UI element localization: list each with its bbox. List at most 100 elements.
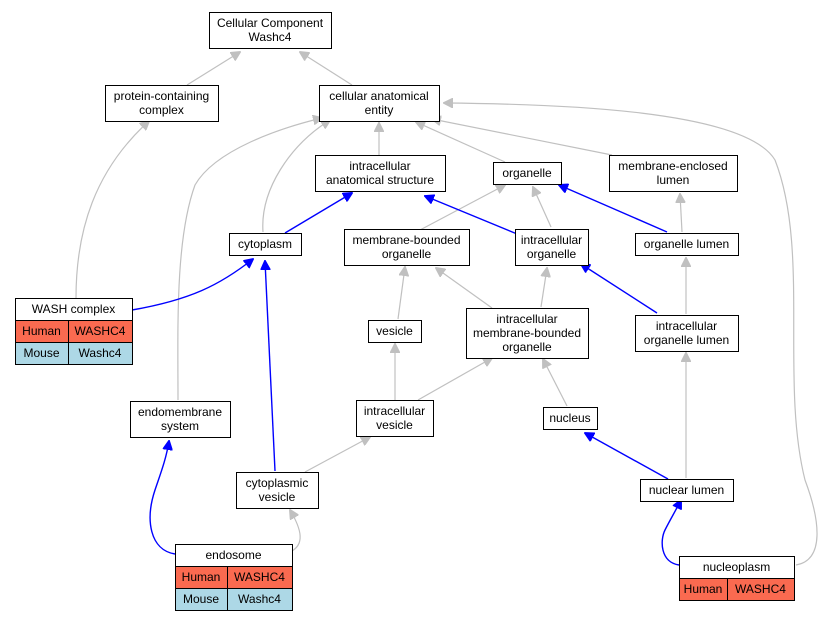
species-label: Mouse [183, 592, 219, 606]
edge-cytoplasmic-vesicle-part-of-cytoplasm [265, 261, 276, 472]
term-label: intracellular [656, 319, 717, 333]
term-box [635, 315, 739, 352]
term-node-vesicle[interactable]: vesicle [368, 320, 422, 343]
annotation-row-human: Human WASHC4 [15, 320, 133, 343]
term-label: cytoplasmic [246, 476, 309, 490]
edge-nuclear-lumen-part-of-nucleus [585, 433, 669, 480]
edge-endosome-part-of-endomembrane [149, 441, 176, 555]
annotation-row-human: Human WASHC4 [175, 566, 293, 589]
term-label: WASH complex [32, 302, 116, 316]
edge-nucleoplasm-part-of-nuclear-lumen [661, 500, 681, 566]
term-label: organelle [502, 340, 552, 354]
edge-intracellular-organelle-to-organelle [533, 187, 552, 228]
term-label: cytoplasm [238, 237, 292, 251]
term-label: vesicle [376, 418, 413, 432]
term-box [229, 233, 302, 256]
term-box [319, 85, 440, 122]
term-label: intracellular [496, 312, 557, 326]
edge-intracellular-lumen-part-of-intracellular-organelle [581, 264, 658, 314]
term-box [635, 233, 739, 256]
edge-intracellular-organelle-part-of-intracellular-structure [425, 196, 523, 237]
term-box [515, 229, 589, 266]
gene-cell [68, 342, 133, 365]
term-label: intracellular [364, 404, 425, 418]
term-node-endosome[interactable]: endosome [175, 544, 293, 567]
term-node-organelle[interactable]: organelle [493, 162, 562, 185]
gene-label: Washc4 [79, 346, 122, 360]
term-box [493, 162, 562, 185]
term-box [609, 155, 738, 192]
species-label: Human [684, 582, 723, 596]
term-node-nuclear-lumen[interactable]: nuclear lumen [640, 479, 734, 502]
term-label: membrane-bounded [473, 326, 581, 340]
term-node-cytoplasm[interactable]: cytoplasm [229, 233, 302, 256]
term-label: organelle [502, 166, 552, 180]
term-label: vesicle [259, 490, 296, 504]
term-label: cellular anatomical [329, 89, 428, 103]
term-node-wash-complex[interactable]: WASH complex [15, 298, 133, 321]
term-label: membrane-bounded [352, 233, 460, 247]
species-label: Human [182, 570, 221, 584]
term-label: entity [365, 103, 394, 117]
term-label: organelle [382, 247, 432, 261]
term-label: Washc4 [249, 30, 292, 44]
term-label: protein-containing [114, 89, 209, 103]
edge-cytoplasm-part-of-intracellular-structure [284, 193, 352, 234]
edge-organelle-lumen-to-membrane-lumen [680, 194, 682, 233]
gene-cell [227, 588, 293, 611]
edge-vesicle-to-membrane-bounded [397, 267, 405, 320]
term-label: vesicle [376, 324, 413, 338]
is-a-edges [75, 52, 818, 566]
gene-label: WASHC4 [735, 582, 786, 596]
edge-membrane-lumen-to-entity [432, 119, 613, 156]
term-label: lumen [657, 173, 690, 187]
term-label: system [161, 419, 199, 433]
term-node-nucleoplasm[interactable]: nucleoplasm [679, 556, 795, 579]
gene-label: Washc4 [238, 592, 281, 606]
species-label: Human [22, 324, 61, 338]
term-label: nuclear lumen [649, 483, 724, 497]
term-box [543, 407, 598, 430]
term-label: organelle lumen [644, 333, 729, 347]
term-box [209, 12, 332, 49]
edge-wash-complex-to-protein-complex [75, 121, 149, 299]
term-label: intracellular [349, 159, 410, 173]
term-label: complex [139, 103, 184, 117]
term-node-nucleus[interactable]: nucleus [543, 407, 598, 430]
term-box [640, 479, 734, 502]
term-label: membrane-enclosed [618, 159, 727, 173]
gene-label: WASHC4 [75, 324, 126, 338]
term-label: nucleoplasm [703, 560, 770, 574]
gene-label: WASHC4 [234, 570, 285, 584]
edge-organelle-to-entity [416, 122, 506, 163]
annotation-row-human: Human WASHC4 [679, 578, 795, 601]
term-label: intracellular [521, 233, 582, 247]
part-of-edges [131, 185, 681, 566]
edge-intracellular-mb-to-membrane-bounded [436, 268, 493, 309]
term-node-organelle-lumen[interactable]: organelle lumen [635, 233, 739, 256]
term-box [236, 472, 319, 509]
gene-cell [727, 578, 795, 601]
term-label: nucleus [549, 411, 590, 425]
term-label: organelle lumen [644, 237, 729, 251]
edge-cytoplasmic-vesicle-to-intracellular-vesicle [304, 437, 370, 473]
edge-wash-complex-part-of-cytoplasm [131, 259, 253, 311]
term-box [130, 401, 231, 438]
term-box [344, 229, 470, 266]
